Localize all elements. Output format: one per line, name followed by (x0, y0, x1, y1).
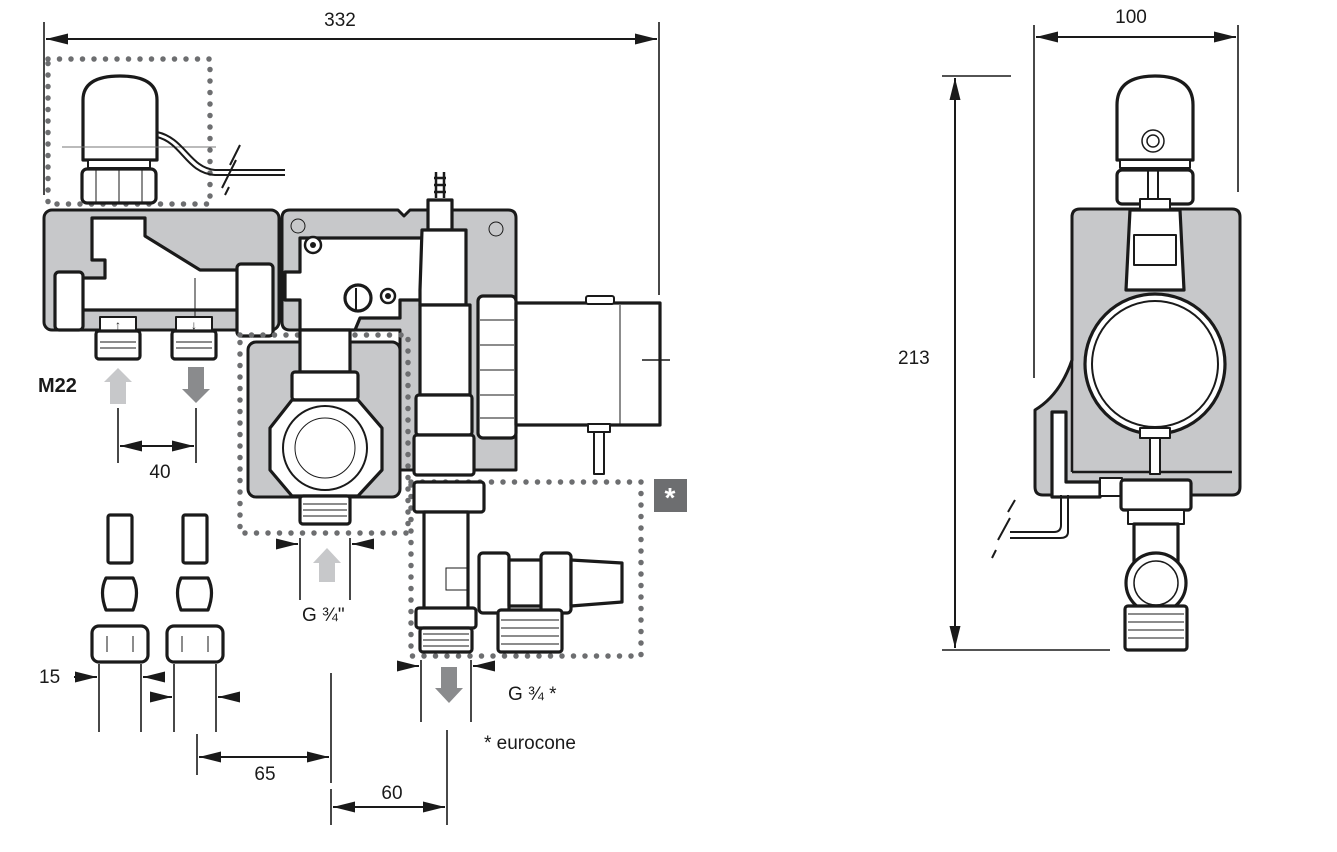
dimension-side-height: 213 (898, 75, 1110, 651)
dimension-overall-width: 332 (43, 10, 660, 295)
eurocone-footnote: * eurocone (484, 733, 576, 754)
vent-screw-icon (434, 172, 446, 198)
dimension-offset-65: 65 (196, 673, 332, 785)
pipe-diameter-label: 15 (39, 667, 60, 688)
left-manifold-valve: ↑ ↓ (53, 216, 275, 361)
flow-out-arrow-icon (182, 367, 210, 403)
thread-label-m22: M22 (38, 375, 77, 397)
inlet-ball-valve (268, 328, 384, 526)
side-height-label: 213 (898, 348, 930, 369)
outlet-flow-arrow-icon (435, 667, 463, 703)
offset-65-label: 65 (254, 764, 275, 785)
flow-down-icon: ↓ (191, 318, 197, 332)
side-pump (1083, 292, 1227, 475)
circulation-pump (476, 294, 670, 475)
side-actuator (1115, 74, 1195, 206)
inlet-valve-dotted-outline (237, 332, 411, 536)
dimension-side-width: 100 (1033, 7, 1239, 378)
flow-up-icon: ↑ (115, 318, 121, 332)
port-spacing-label: 40 (149, 462, 170, 483)
side-cable-break-icon (991, 499, 1016, 559)
offset-60-label: 60 (381, 783, 402, 804)
dimension-port-spacing: 40 (117, 408, 197, 483)
compression-fittings (90, 513, 225, 664)
inlet-thread-label: G ¾" (302, 605, 345, 626)
side-lower-fitting (991, 410, 1193, 652)
side-width-label: 100 (1115, 7, 1147, 28)
eurocone-marker-text: * (665, 482, 676, 513)
side-valve-stack (1124, 198, 1186, 292)
actuator-dotted-outline (45, 56, 213, 207)
dimension-offset-60: 60 (330, 730, 448, 825)
flow-in-arrow-icon (104, 368, 132, 404)
overall-width-label: 332 (324, 10, 356, 31)
front-view: 332 ↑ ↓ (38, 10, 687, 825)
side-view: 100 213 (898, 7, 1242, 652)
eurocone-tee-valve (412, 480, 624, 654)
pump-pipe-assembly (412, 172, 476, 477)
dimension-inlet-thread: G ¾" (276, 538, 374, 626)
dimension-pipe-diameter: 15 (39, 664, 240, 732)
inlet-flow-arrow-icon (313, 548, 341, 582)
eurocone-marker: * (654, 479, 687, 513)
cable-break-icon (221, 144, 241, 196)
dimension-outlet-thread: G ¾ * * eurocone (397, 660, 576, 754)
outlet-thread-label: G ¾ * (508, 684, 557, 705)
thermal-actuator (62, 74, 285, 205)
eurocone-dotted-outline (408, 479, 644, 659)
